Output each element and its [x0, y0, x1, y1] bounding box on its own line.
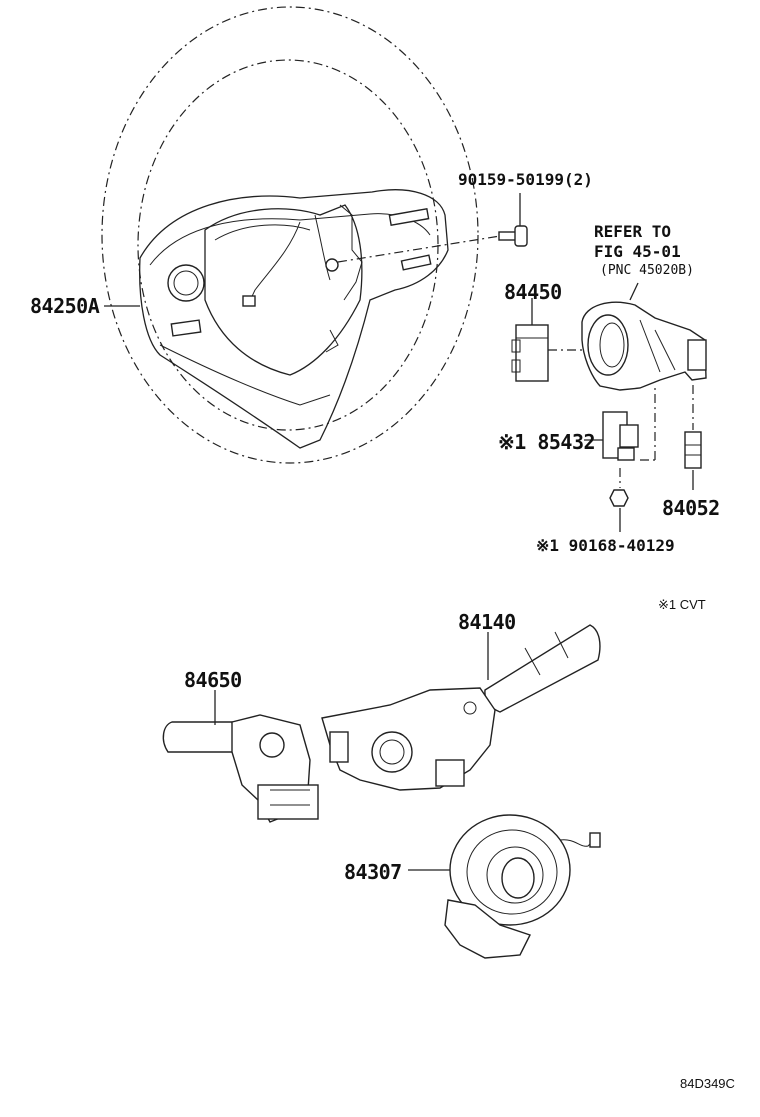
switch-84450-drawing — [511, 324, 585, 382]
label-refer-line1: REFER TO — [594, 222, 672, 241]
wiper-switch-84140-drawing — [321, 624, 601, 791]
label-wiper-switch: 84140 — [458, 610, 516, 634]
spiral-cable-84307-drawing — [444, 814, 601, 959]
sensor-85432-drawing — [602, 385, 656, 461]
label-refer-line3: (PNC 45020B) — [600, 263, 694, 278]
label-refer-line2: FIG 45-01 — [594, 242, 681, 261]
label-bolt: 90159-50199(2) — [458, 170, 593, 189]
switch-body-assembly-drawing — [581, 301, 707, 391]
label-sensor-85432: ※1 85432 — [498, 430, 596, 454]
label-spiral-cable: 84307 — [344, 860, 402, 884]
label-diagram-code: 84D349C — [680, 1076, 735, 1091]
label-switch-84450: 84450 — [504, 280, 562, 304]
steering-wheel-drawing — [101, 6, 501, 464]
turn-switch-84650-drawing — [162, 714, 319, 823]
nut-drawing — [609, 468, 629, 532]
label-note-cvt: ※1 CVT — [658, 597, 706, 612]
label-steering-wheel: 84250A — [30, 294, 100, 318]
label-turn-switch: 84650 — [184, 668, 242, 692]
label-nut: ※1 90168-40129 — [536, 536, 675, 555]
leader-refer — [629, 282, 639, 301]
bolt-drawing — [498, 193, 528, 247]
label-connector-84052: 84052 — [662, 496, 720, 520]
connector-84052-drawing — [684, 385, 702, 490]
